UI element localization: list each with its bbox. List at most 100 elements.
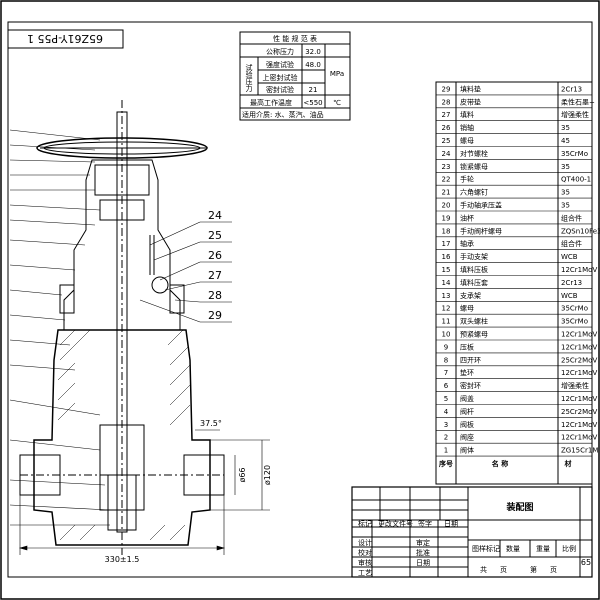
parts-cell-name: 螺母 <box>460 304 474 313</box>
parts-cell-material: 12Cr1MoV <box>561 343 597 351</box>
drawing-code-text: 65Z61Y-P55 1 <box>27 32 103 45</box>
parts-cell-material: 45 <box>561 137 570 145</box>
parts-cell-material: 增强柔性 <box>561 110 589 119</box>
parts-cell-material: 2Cr13 <box>561 85 582 93</box>
parts-cell-material: 35 <box>561 163 570 171</box>
parts-cell-name: 垫环 <box>460 368 474 377</box>
parts-cell-material: 12Cr1MoV <box>561 369 597 377</box>
title-block-text: 装配图 65 标记 更改文件号 签字 日期 设计 校对 审核 工艺 审定 批准 … <box>358 501 591 577</box>
parts-cell-no: 22 <box>442 176 451 184</box>
left-bolt-head <box>59 284 75 314</box>
spec-row-label: 公称压力 <box>266 47 294 56</box>
parts-cell-material: 35 <box>561 124 570 132</box>
parts-cell-name: 阀杆 <box>460 407 474 416</box>
parts-cell-no: 25 <box>442 137 451 145</box>
callout-28: 28 <box>208 289 222 302</box>
tb-label: 日期 <box>444 520 458 528</box>
tb-row: 校对 <box>358 548 372 557</box>
parts-cell-name: 填料压板 <box>460 265 488 274</box>
tb-row: 工艺 <box>358 569 372 577</box>
parts-cell-name: 填料垫 <box>460 84 481 93</box>
parts-cell-material: 35 <box>561 202 570 210</box>
parts-cell-name: 皮带垫 <box>460 97 481 106</box>
spec-group-label: 试验压力 <box>245 63 253 93</box>
tb-right: 批准 <box>416 548 430 557</box>
tb-label: 签字 <box>418 519 432 528</box>
parts-cell-name: 四开环 <box>460 356 481 364</box>
callout-24: 24 <box>208 209 222 222</box>
callout-25: 25 <box>208 229 222 242</box>
parts-cell-material: QT400-1 <box>561 176 591 184</box>
parts-cell-no: 17 <box>442 240 451 248</box>
left-leaders <box>9 129 111 526</box>
spec-row-value: 32.0 <box>305 48 321 56</box>
parts-cell-no: 16 <box>442 253 451 261</box>
parts-cell-no: 23 <box>442 163 451 171</box>
parts-cell-material: 25Cr2MoV <box>561 408 597 416</box>
parts-cell-name: 手动支架 <box>460 252 488 261</box>
parts-cell-no: 12 <box>442 305 451 313</box>
parts-cell-material: 25Cr2MoV <box>561 356 597 364</box>
dim-d120: ø120 <box>263 465 272 485</box>
parts-cell-no: 13 <box>442 292 451 300</box>
title-block <box>351 486 593 578</box>
parts-header-material: 材 <box>564 459 572 468</box>
parts-cell-name: 手动轴承压盖 <box>460 201 502 210</box>
parts-cell-name: 密封环 <box>460 381 481 390</box>
parts-cell-name: 阀体 <box>460 446 474 455</box>
parts-cell-no: 3 <box>444 421 448 429</box>
parts-cell-name: 支承架 <box>460 291 481 300</box>
parts-cell-material: 2Cr13 <box>561 279 582 287</box>
spec-table-title: 性 能 规 范 表 <box>273 34 317 43</box>
parts-cell-name: 压板 <box>460 342 474 351</box>
parts-cell-no: 15 <box>442 266 451 274</box>
parts-cell-material: WCB <box>561 292 578 300</box>
parts-cell-name: 阀板 <box>460 420 474 429</box>
parts-cell-no: 29 <box>442 85 451 93</box>
right-bolt-head <box>169 284 185 314</box>
parts-cell-material: 35CrMo <box>561 150 588 158</box>
parts-cell-name: 手动阀杆螺母 <box>460 226 502 235</box>
parts-cell-name: 销轴 <box>460 123 474 132</box>
parts-cell-material: 35CrMo <box>561 318 588 326</box>
tb-sheet: 共 <box>480 565 487 574</box>
drawing-code-box: 65Z61Y-P55 1 <box>7 29 124 49</box>
tb-sheet: 第 <box>530 565 537 574</box>
parts-cell-material: 35CrMo <box>561 305 588 313</box>
parts-cell-name: 轴承 <box>460 239 474 248</box>
callout-group: 24 25 26 27 28 29 <box>139 209 232 323</box>
spec-temp-label: 最高工作温度 <box>250 98 292 107</box>
parts-cell-material: 组合件 <box>561 213 582 222</box>
parts-cell-name: 填料压套 <box>460 278 488 287</box>
parts-cell-no: 21 <box>442 189 451 197</box>
parts-cell-material: 柔性石墨+ <box>561 97 595 106</box>
spec-medium: 适用介质: 水、蒸汽、油品 <box>242 110 324 119</box>
parts-cell-name: 预紧螺母 <box>460 330 488 339</box>
tb-right: 审定 <box>416 538 430 547</box>
parts-cell-no: 24 <box>442 150 451 158</box>
parts-header-no: 序号 <box>438 459 453 468</box>
parts-cell-no: 20 <box>442 202 451 210</box>
parts-cell-material: 12Cr1MoV <box>561 331 597 339</box>
parts-cell-no: 1 <box>444 447 448 455</box>
parts-cell-no: 18 <box>442 227 451 235</box>
tb-mid: 图样标记 <box>472 544 500 553</box>
dim-length: 330±1.5 <box>105 555 140 564</box>
parts-cell-name: 填料 <box>460 110 474 119</box>
valve-body <box>33 329 211 546</box>
parts-cell-name: 阀座 <box>460 433 474 442</box>
parts-cell-material: 12Cr1MoV <box>561 266 597 274</box>
parts-cell-material: ZG15Cr1M <box>561 447 598 455</box>
spec-row-value: 48.0 <box>305 61 321 69</box>
parts-cell-no: 7 <box>444 369 448 377</box>
tb-row: 审核 <box>358 558 372 567</box>
grease-cup <box>151 276 169 294</box>
drawing-name: 装配图 <box>505 501 533 513</box>
spec-row-label: 强度试验 <box>266 60 294 69</box>
tb-mid: 比例 <box>562 544 576 553</box>
tb-mid: 数量 <box>506 544 520 553</box>
spec-row-label: 上密封试验 <box>263 73 298 82</box>
